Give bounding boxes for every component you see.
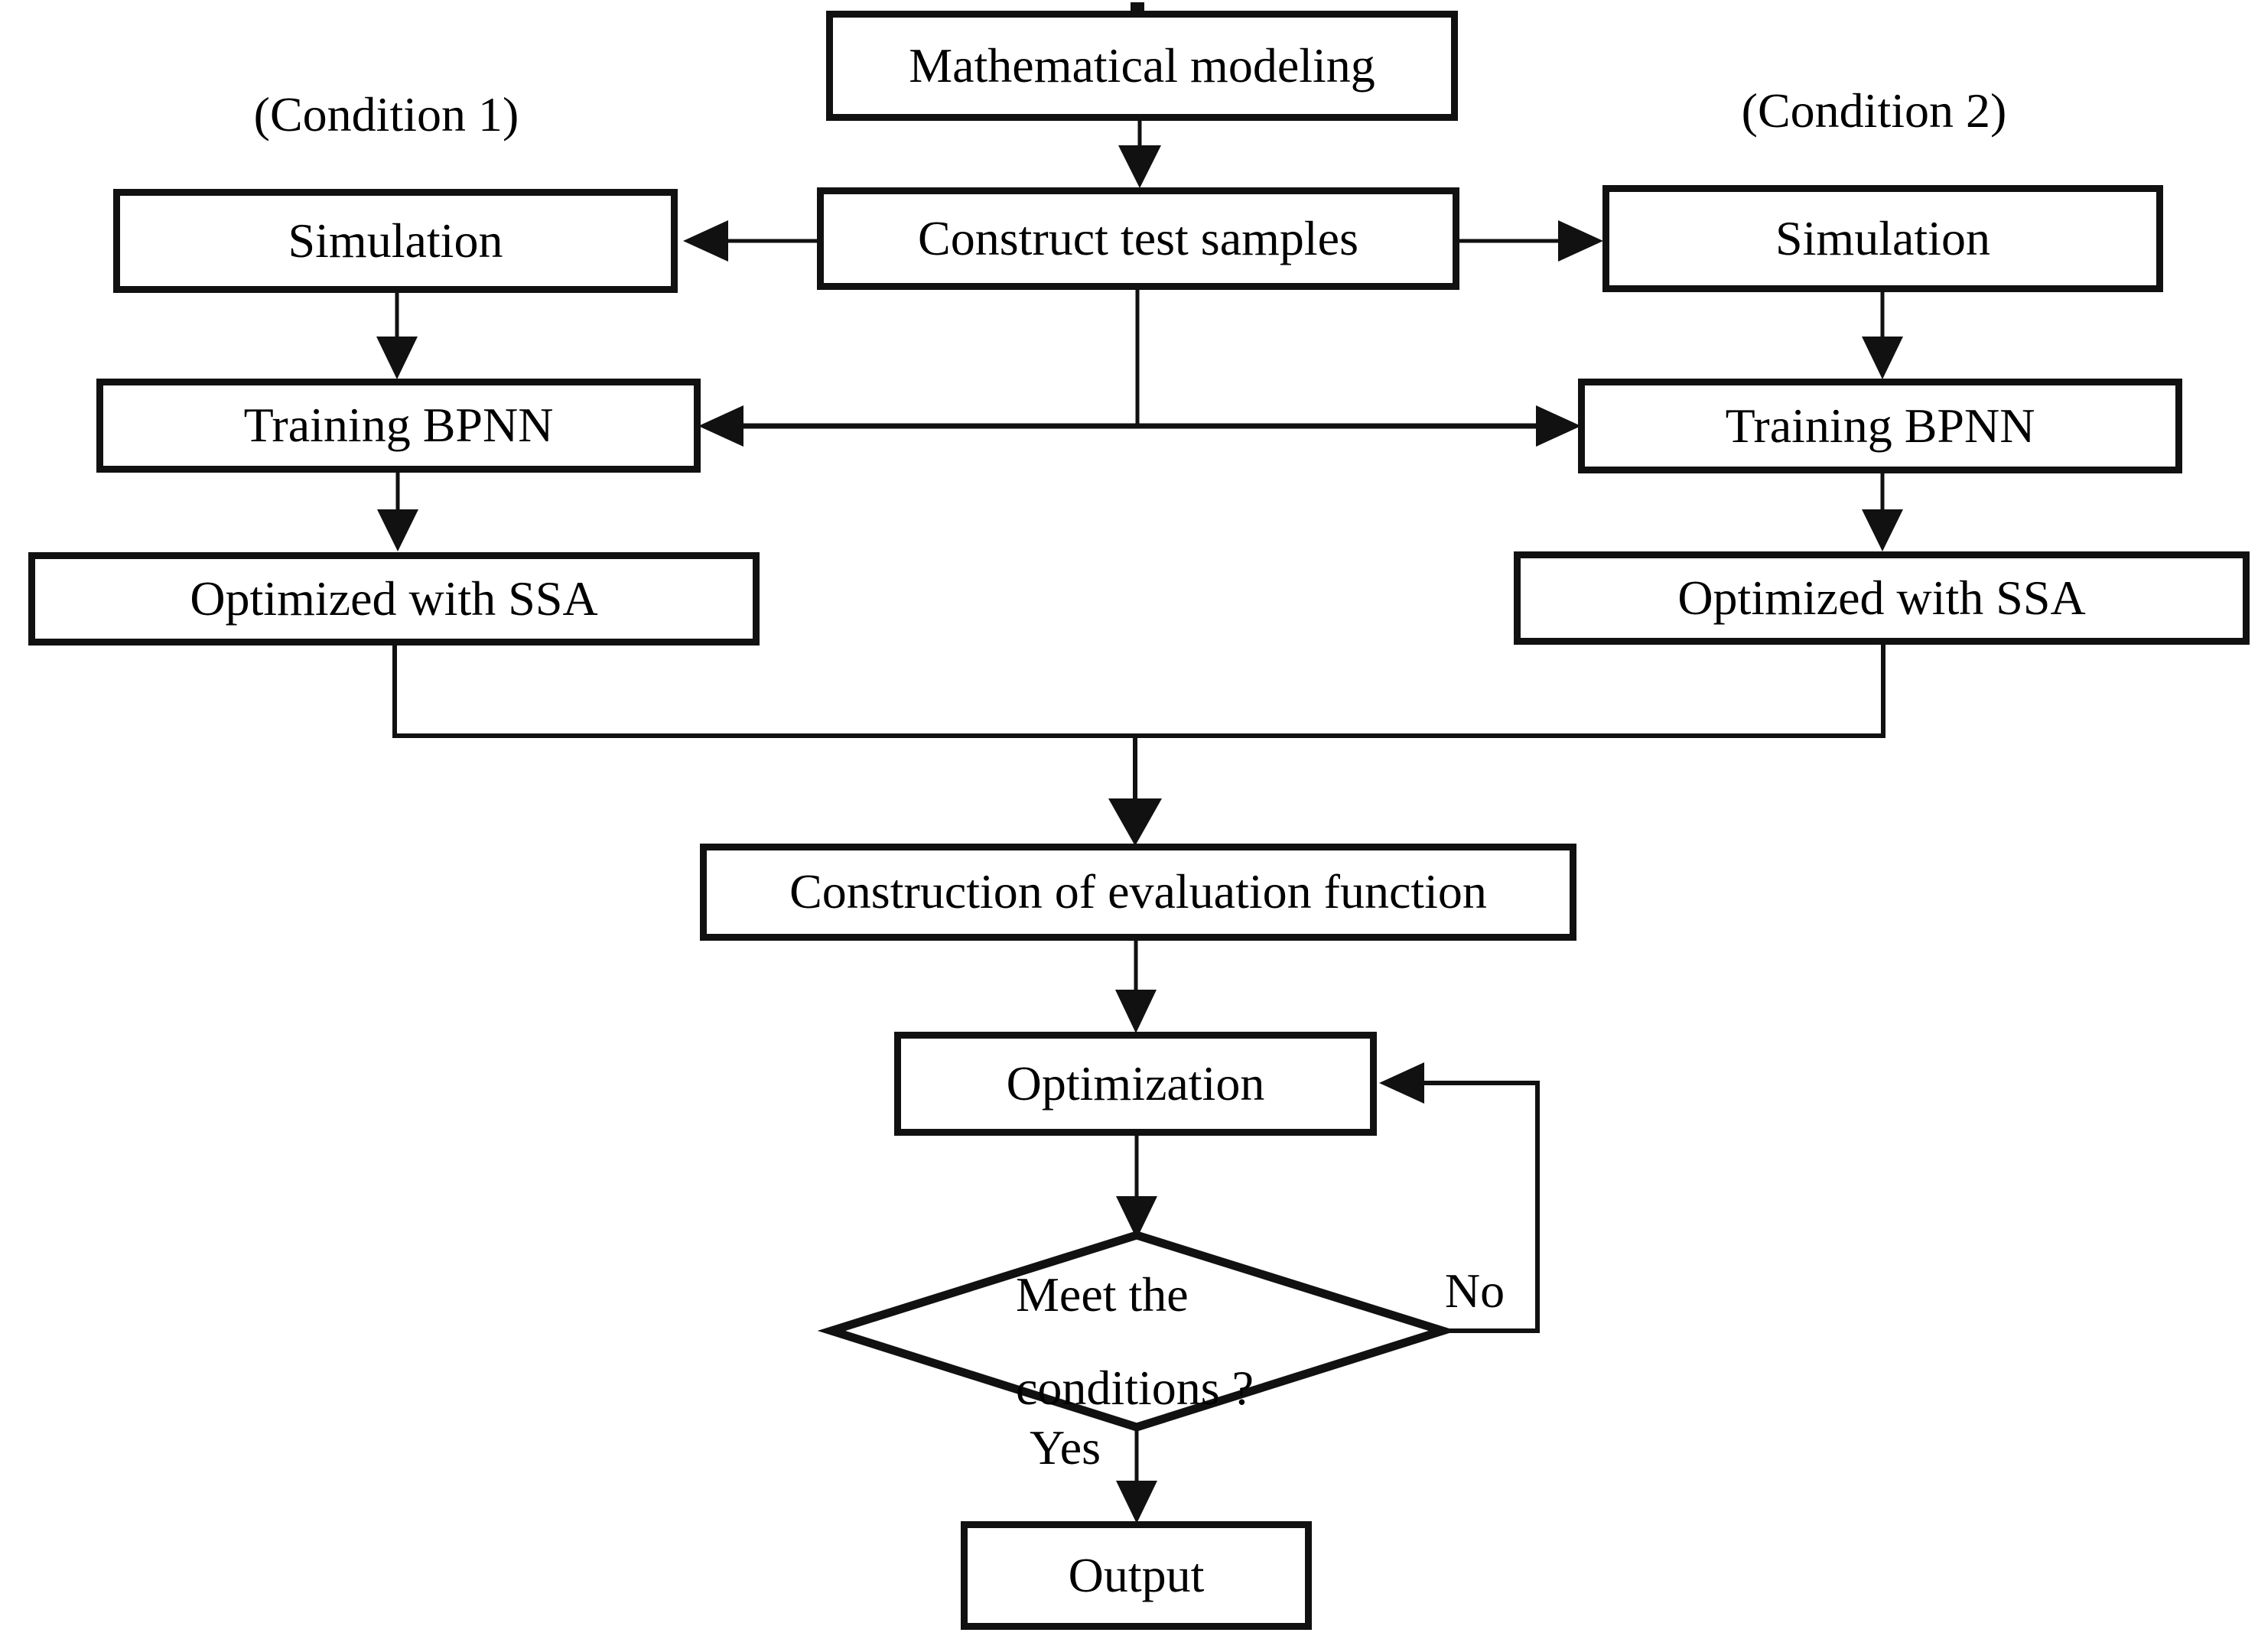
connector-no-feedback-loop xyxy=(1379,1062,1540,1333)
condition-1-label: (Condition 1) xyxy=(253,87,519,141)
no-edge-label: No xyxy=(1444,1263,1505,1318)
node-simulation-right: Simulation xyxy=(1602,185,2163,292)
node-mathematical-modeling: Mathematical modeling xyxy=(826,11,1458,121)
decision-line-1: Meet the xyxy=(1016,1267,1189,1322)
connector-construct-to-sim-right xyxy=(1458,220,1603,262)
node-output: Output xyxy=(961,1521,1312,1630)
node-optimization: Optimization xyxy=(894,1032,1377,1136)
connector-decision-to-output xyxy=(1116,1427,1157,1524)
connector-optimization-to-decision xyxy=(1116,1135,1157,1239)
connector-eval-to-optimization xyxy=(1115,940,1157,1033)
node-training-bpnn-left: Training BPNN xyxy=(96,379,701,473)
connector-double-arrow-training xyxy=(698,405,1581,447)
connector-sim-to-train-left xyxy=(376,293,418,379)
node-evaluation-function: Construction of evaluation function xyxy=(700,844,1576,941)
connector-train-to-ssa-right xyxy=(1862,473,1903,551)
top-edge-nub xyxy=(1131,2,1144,12)
connector-modeling-to-construct xyxy=(1118,120,1161,188)
connector-merge-to-eval xyxy=(1108,736,1162,846)
decision-line-2: conditions ? xyxy=(1016,1361,1254,1415)
connector-train-to-ssa-left xyxy=(377,472,418,551)
node-construct-test-samples: Construct test samples xyxy=(817,187,1459,290)
connector-construct-to-sim-left xyxy=(683,220,817,262)
condition-2-label: (Condition 2) xyxy=(1741,83,2007,138)
node-training-bpnn-right: Training BPNN xyxy=(1578,379,2182,473)
connector-sim-to-train-right xyxy=(1862,291,1903,379)
node-optimized-ssa-left: Optimized with SSA xyxy=(28,552,760,646)
node-optimized-ssa-right: Optimized with SSA xyxy=(1514,551,2250,645)
connector-merge-rail xyxy=(392,644,1885,738)
yes-edge-label: Yes xyxy=(1029,1419,1101,1475)
node-simulation-left: Simulation xyxy=(113,189,678,293)
decision-diamond-text: Meet the conditions ? xyxy=(1016,1248,1352,1435)
